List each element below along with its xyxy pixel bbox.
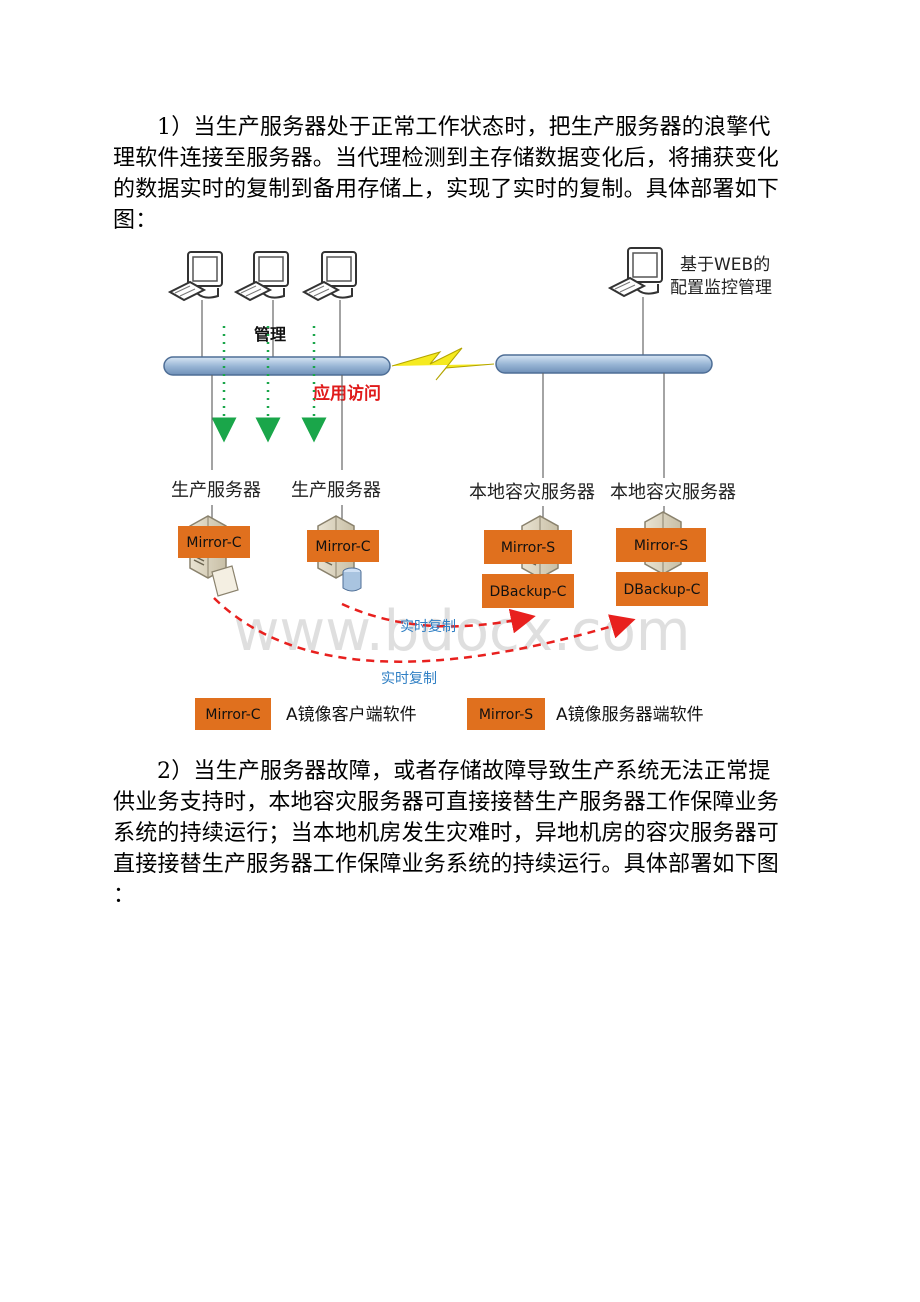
- paragraph-2-line-5: ：: [113, 883, 136, 908]
- legend-mirror-s-desc: A镜像服务器端软件: [556, 705, 704, 725]
- paragraph-2-line-4: 直接接替生产服务器工作保障业务系统的持续运行。具体部署如下图: [113, 852, 780, 877]
- legend-mirror-c-box: [195, 698, 271, 730]
- database-icon: [342, 567, 362, 592]
- dbackup-c-box: [482, 574, 574, 608]
- mirror-c-box: [307, 530, 379, 562]
- web-monitor-label-line2: 配置监控管理: [670, 278, 772, 298]
- wan-link-icon: [391, 347, 495, 381]
- local-dr-server-label: 本地容灾服务器: [469, 482, 595, 503]
- mirror-s-label: Mirror-S: [634, 538, 688, 554]
- dr-network-bus: [495, 354, 713, 374]
- watermark: www.bdocx.com: [234, 599, 691, 664]
- document-icon: [211, 565, 239, 597]
- mirror-c-label: Mirror-C: [186, 535, 241, 551]
- legend-mirror-s-box: [467, 698, 545, 730]
- manage-label: 管理: [254, 325, 286, 344]
- paragraph-1-line-2: 理软件连接至服务器。当代理检测到主存储数据变化后，将捕获变化: [113, 146, 780, 171]
- paragraph-2-line-1: 2）当生产服务器故障，或者存储故障导致生产系统无法正常提: [157, 759, 771, 784]
- production-network-bus: [163, 356, 391, 376]
- paragraph-2: 2）当生产服务器故障，或者存储故障导致生产系统无法正常提 供业务支持时，本地容灾…: [113, 756, 807, 911]
- paragraph-2-line-2: 供业务支持时，本地容灾服务器可直接接替生产服务器工作保障业务: [113, 790, 780, 815]
- local-dr-server-label: 本地容灾服务器: [610, 482, 736, 503]
- client-computer-icon: [169, 251, 223, 301]
- realtime-copy-arrow: [341, 602, 536, 634]
- paragraph-1: 1）当生产服务器处于正常工作状态时，把生产服务器的浪擎代 理软件连接至服务器。当…: [113, 112, 807, 236]
- mirror-c-box: [178, 526, 250, 558]
- client-computer-icon: [303, 251, 357, 301]
- realtime-copy-label: 实时复制: [381, 670, 437, 687]
- dbackup-c-box: [616, 572, 708, 606]
- production-server-label: 生产服务器: [291, 480, 381, 501]
- legend-mirror-s-label: Mirror-S: [479, 707, 533, 723]
- legend-mirror-c-desc: A镜像客户端软件: [286, 705, 417, 725]
- production-server-label: 生产服务器: [171, 480, 261, 501]
- web-monitor-label-line1: 基于WEB的: [680, 255, 770, 275]
- mirror-s-box: [484, 530, 572, 564]
- mirror-c-label: Mirror-C: [315, 539, 370, 555]
- web-monitor-computer-icon: [609, 247, 663, 297]
- legend-mirror-c-label: Mirror-C: [205, 707, 260, 723]
- mirror-s-box: [616, 528, 706, 562]
- paragraph-1-line-3: 的数据实时的复制到备用存储上，实现了实时的复制。具体部署如下: [113, 177, 780, 202]
- dbackup-c-label: DBackup-C: [490, 584, 567, 600]
- mirror-s-label: Mirror-S: [501, 540, 555, 556]
- dbackup-c-label: DBackup-C: [624, 582, 701, 598]
- app-access-label: 应用访问: [313, 383, 381, 404]
- client-computer-icon: [235, 251, 289, 301]
- paragraph-2-line-3: 系统的持续运行；当本地机房发生灾难时，异地机房的容灾服务器可: [113, 821, 780, 846]
- realtime-copy-arrow: [213, 597, 636, 663]
- paragraph-1-line-4: 图：: [113, 208, 158, 233]
- paragraph-1-line-1: 1）当生产服务器处于正常工作状态时，把生产服务器的浪擎代: [157, 115, 771, 140]
- realtime-copy-label: 实时复制: [400, 618, 456, 635]
